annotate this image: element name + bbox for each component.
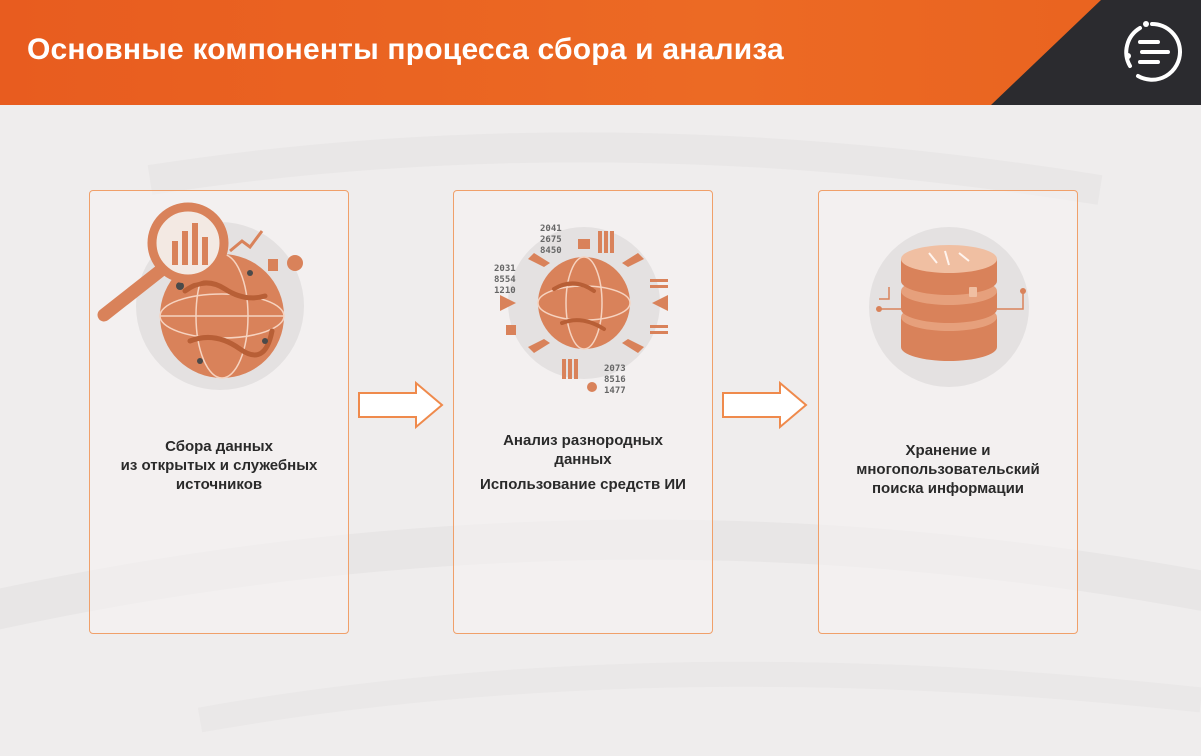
card-2-line-2: данных — [554, 451, 612, 468]
card-2-line-1: Анализ разнородных — [503, 432, 663, 449]
number-block-3-c: 1477 — [604, 386, 626, 396]
flow-arrow-right-icon — [722, 380, 808, 430]
card-1-line-3: источников — [175, 476, 263, 493]
number-block-2-c: 1210 — [494, 286, 516, 296]
slide-title: Основные компоненты процесса сбора и ана… — [27, 33, 784, 66]
header-bar: Основные компоненты процесса сбора и ана… — [0, 0, 1201, 105]
number-block-2-b: 8554 — [494, 275, 516, 285]
card-data-analysis: 2041 2675 8450 2031 8554 1210 2073 8516 … — [453, 190, 713, 634]
card-data-collection: Сбора данных из открытых и служебных ист… — [89, 190, 349, 634]
database-stack-icon — [869, 227, 1029, 387]
number-block-1-a: 2041 — [540, 224, 562, 234]
company-logo-icon — [1124, 21, 1182, 82]
number-block-3-b: 8516 — [604, 375, 626, 385]
card-2-caption: Анализ разнородных данных Использование … — [454, 431, 712, 494]
globe-magnifier-icon — [97, 202, 304, 390]
card-2-extra: Использование средств ИИ — [480, 476, 686, 493]
number-block-3-a: 2073 — [604, 364, 626, 374]
number-block-2-a: 2031 — [494, 264, 516, 274]
number-block-1-b: 2675 — [540, 235, 562, 245]
card-1-line-2: из открытых и служебных — [120, 457, 318, 474]
card-data-storage: Хранение и многопользовательский поиска … — [818, 190, 1078, 634]
card-3-line-1: Хранение и — [905, 442, 991, 459]
card-3-caption: Хранение и многопользовательский поиска … — [819, 441, 1077, 498]
card-3-line-2: многопользовательский — [856, 461, 1040, 478]
flow-arrow-right-icon — [358, 380, 444, 430]
card-3-line-3: поиска информации — [871, 480, 1025, 497]
card-1-line-1: Сбора данных — [165, 438, 273, 455]
data-analysis-globe-icon: 2041 2675 8450 2031 8554 1210 2073 8516 … — [494, 224, 668, 396]
card-1-caption: Сбора данных из открытых и служебных ист… — [90, 437, 348, 494]
number-block-1-c: 8450 — [540, 246, 562, 256]
